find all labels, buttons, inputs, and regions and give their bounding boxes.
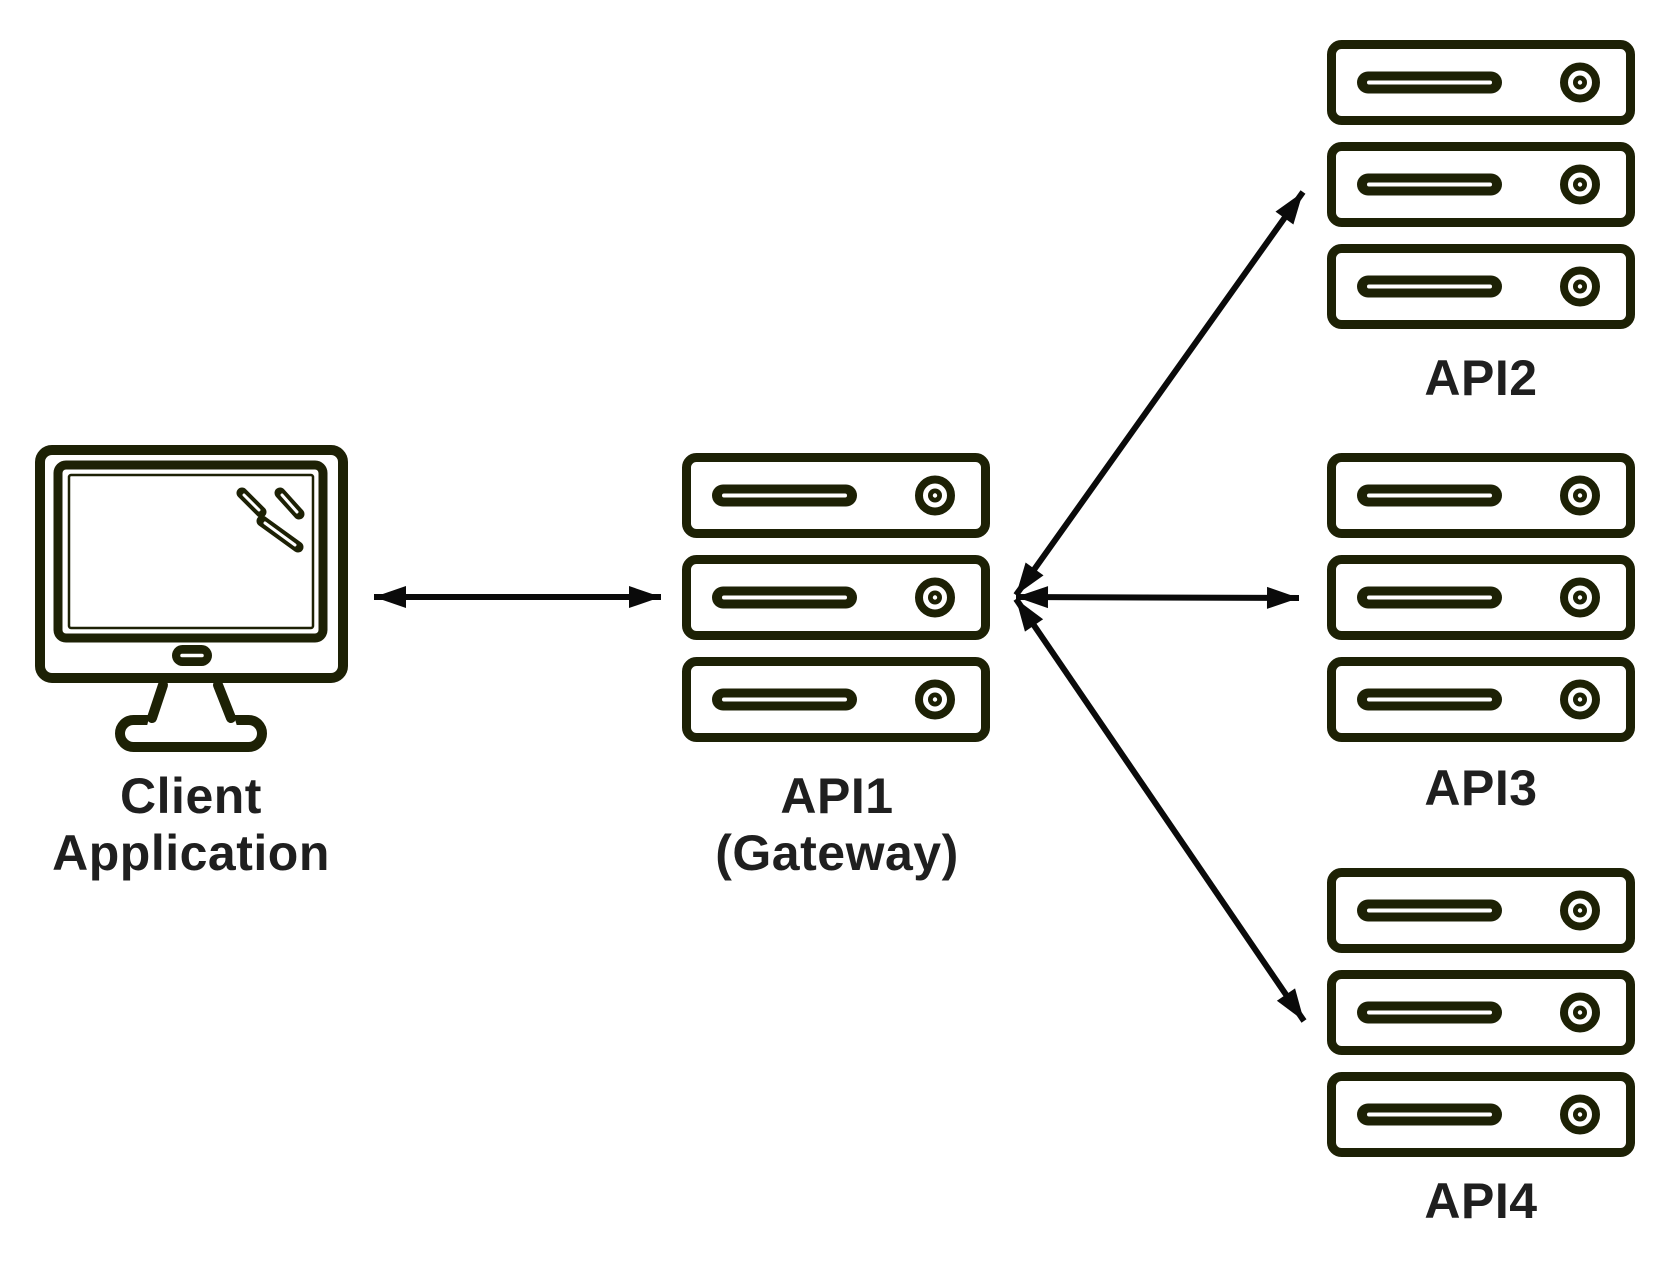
api2-label-line1: API2 [1424, 350, 1538, 406]
api3-label-line1: API3 [1424, 760, 1538, 816]
server-stack-icon-api3 [1332, 458, 1631, 738]
server-stack-icon-api1 [687, 458, 986, 738]
api4-label-line1: API4 [1424, 1173, 1538, 1229]
api4-node-label: API4 [1281, 1173, 1677, 1230]
api1-label-line2: (Gateway) [715, 825, 959, 881]
edge-api1-api4 [1013, 597, 1307, 1023]
edges-layer [374, 190, 1307, 1023]
client-label-line2: Application [52, 825, 330, 881]
api3-node-label: API3 [1281, 760, 1677, 817]
server-stack-icon-api4 [1332, 873, 1631, 1153]
edge-api1-api3 [1015, 586, 1300, 609]
client-node-label: Client Application [0, 768, 391, 882]
api1-label-line1: API1 [780, 768, 894, 824]
api1-node-label: API1 (Gateway) [637, 768, 1037, 882]
desktop-computer-icon [40, 450, 343, 747]
server-stack-icon-api2 [1332, 45, 1631, 325]
api2-node-label: API2 [1281, 350, 1677, 407]
edge-api1-api2 [1013, 190, 1306, 597]
client-label-line1: Client [120, 768, 262, 824]
